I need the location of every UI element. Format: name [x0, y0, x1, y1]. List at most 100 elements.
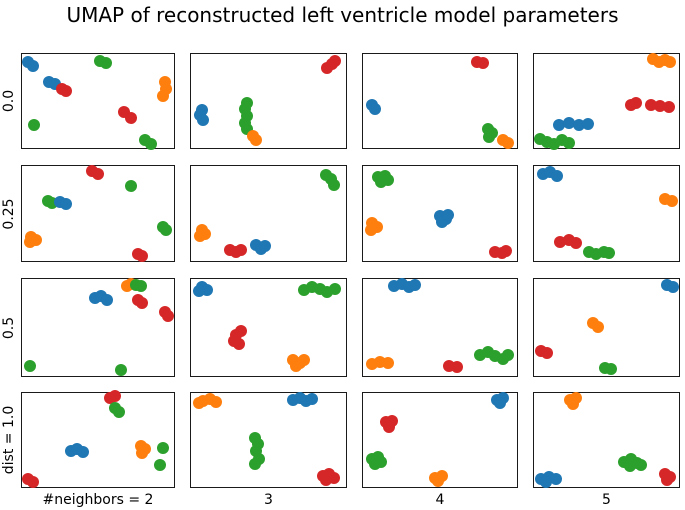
col-label-neighbors-4: 4 — [435, 492, 445, 508]
scatter-point-red — [477, 57, 490, 70]
scatter-point-orange — [136, 447, 149, 460]
scatter-point-orange — [157, 90, 170, 103]
row-label-dist-1.0: dist = 1.0 — [1, 405, 17, 475]
scatter-point-green — [99, 57, 112, 70]
scatter-point-green — [483, 130, 496, 143]
scatter-point-blue — [259, 239, 272, 252]
scatter-point-blue — [562, 116, 575, 129]
scatter-point-red — [26, 476, 39, 489]
scatter-point-orange — [432, 475, 445, 488]
scatter-point-green — [113, 405, 126, 418]
scatter-point-red — [383, 420, 396, 433]
scatter-point-red — [450, 361, 463, 374]
scatter-point-red — [629, 96, 642, 109]
scatter-point-red — [234, 243, 247, 256]
scatter-point-red — [319, 474, 332, 487]
row-label-dist-0.25: 0.25 — [1, 197, 17, 230]
scatter-point-orange — [665, 195, 678, 208]
subplot-dist-0.0-neighbors-5 — [533, 52, 680, 151]
subplot-dist-1.0-neighbors-4 — [362, 391, 518, 488]
subplot-dist-0.5-neighbors-2 — [21, 277, 175, 377]
subplot-dist-0.25-neighbors-5 — [533, 165, 680, 262]
scatter-point-red — [662, 100, 675, 113]
scatter-point-green — [501, 348, 514, 361]
scatter-point-green — [603, 247, 616, 260]
scatter-point-green — [114, 364, 127, 377]
subplot-dist-0.25-neighbors-4 — [362, 165, 518, 262]
scatter-point-orange — [250, 134, 263, 147]
scatter-point-red — [233, 337, 246, 350]
subplot-dist-0.0-neighbors-4 — [362, 53, 518, 150]
scatter-point-green — [375, 455, 388, 468]
scatter-point-blue — [192, 284, 205, 297]
scatter-point-red — [329, 54, 342, 67]
scatter-point-green — [23, 360, 36, 373]
scatter-point-orange — [290, 360, 303, 373]
col-label-neighbors-3: 3 — [264, 492, 273, 508]
scatter-point-orange — [194, 230, 207, 243]
scatter-point-green — [562, 137, 575, 150]
col-label-neighbors-5: 5 — [602, 492, 611, 508]
scatter-point-blue — [539, 476, 552, 489]
scatter-point-blue — [369, 102, 382, 115]
scatter-point-green — [145, 138, 158, 151]
subplot-dist-0.0-neighbors-3 — [190, 53, 347, 149]
scatter-point-green — [381, 174, 394, 187]
scatter-point-blue — [101, 294, 114, 307]
subplot-dist-1.0-neighbors-2 — [21, 389, 175, 489]
scatter-point-green — [157, 442, 170, 455]
subplot-dist-0.5-neighbors-4 — [362, 277, 518, 377]
scatter-point-red — [541, 346, 554, 359]
subplot-dist-1.0-neighbors-3 — [190, 391, 347, 488]
scatter-point-blue — [76, 446, 89, 459]
scatter-point-red — [136, 250, 149, 263]
scatter-point-green — [329, 282, 342, 295]
scatter-point-orange — [23, 236, 36, 248]
scatter-point-blue — [494, 397, 507, 410]
scatter-point-green — [604, 363, 617, 376]
scatter-point-blue — [667, 280, 680, 293]
col-label-neighbors-2: #neighbors = 2 — [42, 492, 154, 508]
scatter-point-red — [136, 297, 149, 310]
scatter-point-orange — [591, 320, 604, 333]
scatter-point-green — [125, 179, 138, 192]
scatter-point-red — [92, 167, 104, 180]
scatter-point-orange — [664, 56, 677, 69]
row-label-dist-0.0: 0.0 — [1, 89, 17, 113]
scatter-point-green — [28, 119, 41, 132]
row-label-dist-0.5: 0.5 — [1, 316, 17, 339]
scatter-point-green — [327, 179, 340, 191]
scatter-point-red — [125, 111, 138, 124]
scatter-point-blue — [197, 113, 210, 126]
scatter-point-blue — [549, 473, 562, 486]
scatter-point-red — [661, 474, 674, 487]
subplot-dist-0.0-neighbors-2 — [21, 53, 175, 151]
scatter-point-blue — [409, 278, 422, 291]
scatter-point-red — [500, 244, 513, 257]
scatter-point-blue — [60, 198, 73, 210]
scatter-point-blue — [581, 117, 594, 130]
scatter-point-orange — [501, 137, 514, 150]
scatter-point-blue — [551, 169, 564, 182]
subplot-dist-0.25-neighbors-3 — [190, 165, 347, 262]
scatter-point-blue — [305, 392, 318, 405]
scatter-point-green — [134, 279, 147, 292]
scatter-point-orange — [567, 398, 580, 411]
subplot-dist-1.0-neighbors-5 — [533, 391, 680, 489]
scatter-point-orange — [381, 357, 394, 370]
scatter-point-orange — [209, 396, 222, 409]
scatter-point-red — [60, 84, 73, 97]
scatter-point-red — [234, 325, 247, 338]
scatter-point-red — [108, 389, 121, 402]
scatter-point-red — [161, 309, 174, 322]
subplot-dist-0.5-neighbors-5 — [533, 278, 680, 377]
scatter-point-blue — [441, 209, 454, 222]
scatter-point-red — [570, 236, 583, 249]
scatter-point-green — [635, 459, 648, 472]
figure-title: UMAP of reconstructed left ventricle mod… — [66, 3, 619, 27]
scatter-point-green — [248, 457, 261, 470]
scatter-point-orange — [364, 223, 377, 236]
scatter-point-green — [623, 460, 636, 473]
scatter-point-blue — [552, 119, 565, 132]
